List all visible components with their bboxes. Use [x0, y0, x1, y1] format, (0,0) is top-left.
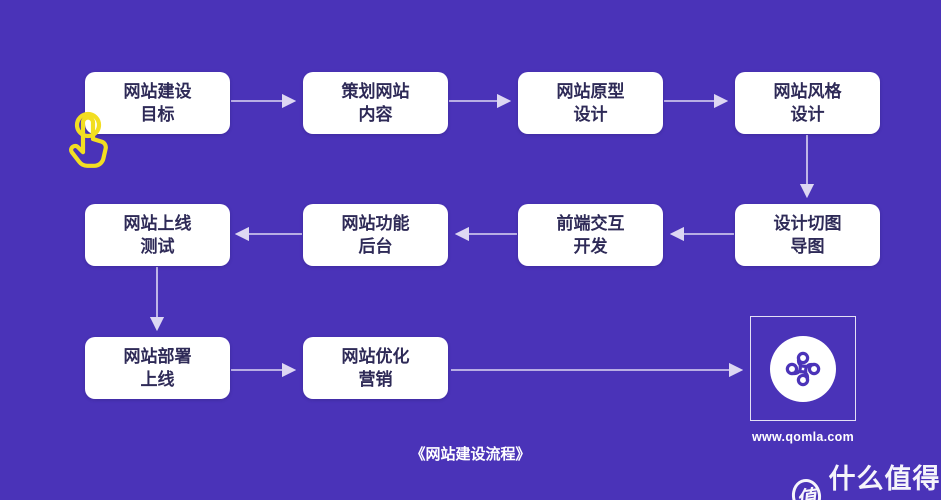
flow-node-style-design: 网站风格 设计	[735, 72, 880, 134]
flow-node-plan-content: 策划网站 内容	[303, 72, 448, 134]
flow-node-design-slicing: 设计切图 导图	[735, 204, 880, 266]
qomla-logo-box	[750, 316, 856, 421]
flow-node-optimize-marketing: 网站优化 营销	[303, 337, 448, 399]
qomla-logo-circle	[770, 335, 836, 402]
smzdm-badge-icon: 值	[789, 477, 823, 500]
flow-node-website-goal: 网站建设 目标	[85, 72, 230, 134]
diagram-caption: 《网站建设流程》	[410, 446, 531, 463]
smzdm-watermark: 值 什么值得买	[789, 457, 941, 500]
qomla-clover-icon	[785, 351, 821, 386]
brand-website-url: www.qomla.com	[751, 430, 855, 444]
flow-node-frontend-dev: 前端交互 开发	[518, 204, 663, 266]
flow-node-launch-testing: 网站上线 测试	[85, 204, 230, 266]
flow-node-backend-functions: 网站功能 后台	[303, 204, 448, 266]
tap-hand-icon	[69, 111, 108, 168]
flow-node-prototype-design: 网站原型 设计	[518, 72, 663, 134]
flow-node-deploy-online: 网站部署 上线	[85, 337, 230, 399]
smzdm-watermark-label: 什么值得买	[828, 464, 941, 494]
